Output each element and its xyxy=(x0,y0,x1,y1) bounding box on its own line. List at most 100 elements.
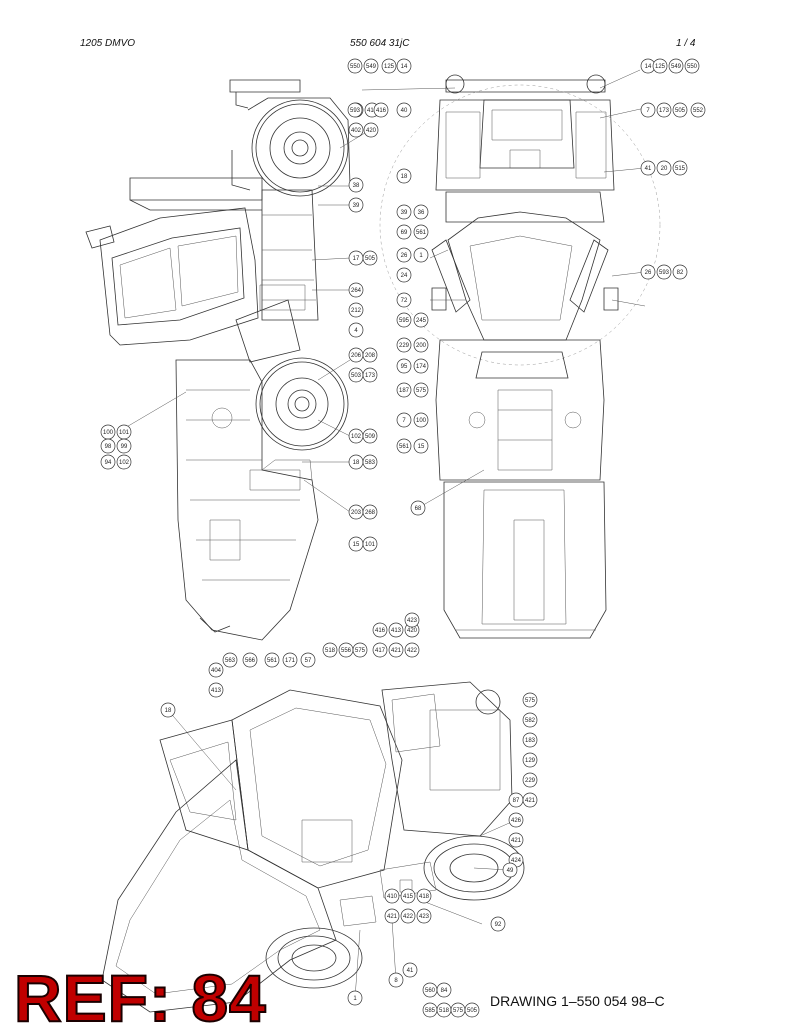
balloon-circle xyxy=(508,832,524,848)
balloon-label: 585 xyxy=(425,1008,436,1014)
balloon-circle xyxy=(640,264,656,280)
balloon-top-549: 549 xyxy=(363,58,379,74)
balloon-circle xyxy=(404,642,420,658)
balloon-top-26: 26 xyxy=(396,247,412,263)
balloon-label: 418 xyxy=(419,894,430,900)
balloon-top-1: 1 xyxy=(413,247,429,263)
balloon-circle xyxy=(396,438,412,454)
balloon-circle xyxy=(362,367,378,383)
balloon-top-245: 245 xyxy=(413,312,429,328)
balloon-circle xyxy=(222,652,238,668)
balloon-label: 421 xyxy=(525,798,536,804)
balloon-circle xyxy=(396,412,412,428)
balloon-iso-87: 87 xyxy=(508,792,524,808)
balloon-label: 101 xyxy=(365,542,376,548)
balloon-label: 57 xyxy=(305,658,312,664)
balloon-circle xyxy=(384,888,400,904)
balloon-label: 421 xyxy=(511,838,522,844)
balloon-label: 420 xyxy=(366,128,377,134)
balloon-iso-410: 410 xyxy=(384,888,400,904)
balloon-side-402: 402 xyxy=(348,122,364,138)
balloon-iso-41: 41 xyxy=(402,962,418,978)
balloon-side-99: 99 xyxy=(116,438,132,454)
balloon-circle xyxy=(522,752,538,768)
balloon-circle xyxy=(490,916,506,932)
balloon-label: 208 xyxy=(365,353,376,359)
balloon-side-102: 102 xyxy=(348,428,364,444)
balloon-circle xyxy=(388,972,404,988)
balloon-label: 94 xyxy=(105,460,112,466)
balloon-circle xyxy=(372,622,388,638)
balloon-label: 92 xyxy=(495,922,502,928)
balloon-label: 24 xyxy=(401,273,408,279)
side-view xyxy=(85,79,351,641)
balloon-label: 125 xyxy=(655,64,666,70)
balloon-iso-582: 582 xyxy=(522,712,538,728)
balloon-iso-563: 563 xyxy=(222,652,238,668)
balloon-label: 15 xyxy=(353,542,360,548)
balloon-label: 549 xyxy=(366,64,377,70)
top-view xyxy=(379,74,661,639)
balloon-circle xyxy=(160,702,176,718)
balloon-side-17: 17 xyxy=(348,250,364,266)
balloon-iso-505: 505 xyxy=(464,1002,480,1018)
balloon-iso-49: 49 xyxy=(502,862,518,878)
balloon-label: 14 xyxy=(645,64,652,70)
balloon-circle xyxy=(362,454,378,470)
balloon-label: 95 xyxy=(401,364,408,370)
balloon-circle xyxy=(362,504,378,520)
balloon-circle xyxy=(362,347,378,363)
balloon-circle xyxy=(384,908,400,924)
balloon-label: 515 xyxy=(675,166,686,172)
balloon-iso-404: 404 xyxy=(208,662,224,678)
balloon-label: 173 xyxy=(365,373,376,379)
balloon-iso-183: 183 xyxy=(522,732,538,748)
balloon-top-174: 174 xyxy=(413,358,429,374)
balloon-top-515: 515 xyxy=(672,160,688,176)
balloon-label: 102 xyxy=(119,460,130,466)
balloon-top-549: 549 xyxy=(668,58,684,74)
balloon-circle xyxy=(396,102,412,118)
balloon-top-14: 14 xyxy=(396,58,412,74)
balloon-label: 422 xyxy=(403,914,414,920)
balloon-top-20: 20 xyxy=(656,160,672,176)
balloon-label: 410 xyxy=(387,894,398,900)
balloon-side-203: 203 xyxy=(348,504,364,520)
balloon-iso-560: 560 xyxy=(422,982,438,998)
balloon-top-505: 505 xyxy=(672,102,688,118)
balloon-label: 41 xyxy=(407,968,414,974)
balloon-label: 7 xyxy=(402,418,406,424)
iso-view xyxy=(101,681,525,1013)
balloon-label: 505 xyxy=(467,1008,478,1014)
balloon-label: 69 xyxy=(401,230,408,236)
balloon-label: 505 xyxy=(365,256,376,262)
balloon-circle xyxy=(464,1002,480,1018)
balloon-circle xyxy=(672,264,688,280)
balloon-side-264: 264 xyxy=(348,282,364,298)
balloon-label: 183 xyxy=(525,738,536,744)
balloon-top-229: 229 xyxy=(396,337,412,353)
balloon-label: 187 xyxy=(399,388,410,394)
balloon-circle xyxy=(656,102,672,118)
balloon-iso-417: 417 xyxy=(372,642,388,658)
balloon-circle xyxy=(116,438,132,454)
balloon-label: 100 xyxy=(103,430,114,436)
balloon-label: 416 xyxy=(376,108,387,114)
balloon-circle xyxy=(348,322,364,338)
balloon-label: 422 xyxy=(407,648,418,654)
balloon-iso-92: 92 xyxy=(490,916,506,932)
balloon-label: 509 xyxy=(365,434,376,440)
balloon-circle xyxy=(381,58,397,74)
balloon-top-550: 550 xyxy=(347,58,363,74)
balloon-side-101: 101 xyxy=(116,424,132,440)
balloon-label: 171 xyxy=(285,658,296,664)
balloon-side-94: 94 xyxy=(100,454,116,470)
balloon-top-40: 40 xyxy=(396,102,412,118)
balloon-label: 200 xyxy=(416,343,427,349)
balloon-iso-421: 421 xyxy=(384,908,400,924)
balloon-iso-18: 18 xyxy=(160,702,176,718)
balloon-iso-8: 8 xyxy=(388,972,404,988)
balloon-circle xyxy=(413,247,429,263)
balloon-label: 424 xyxy=(511,858,522,864)
ref-label: REF: 84 xyxy=(13,961,267,1035)
